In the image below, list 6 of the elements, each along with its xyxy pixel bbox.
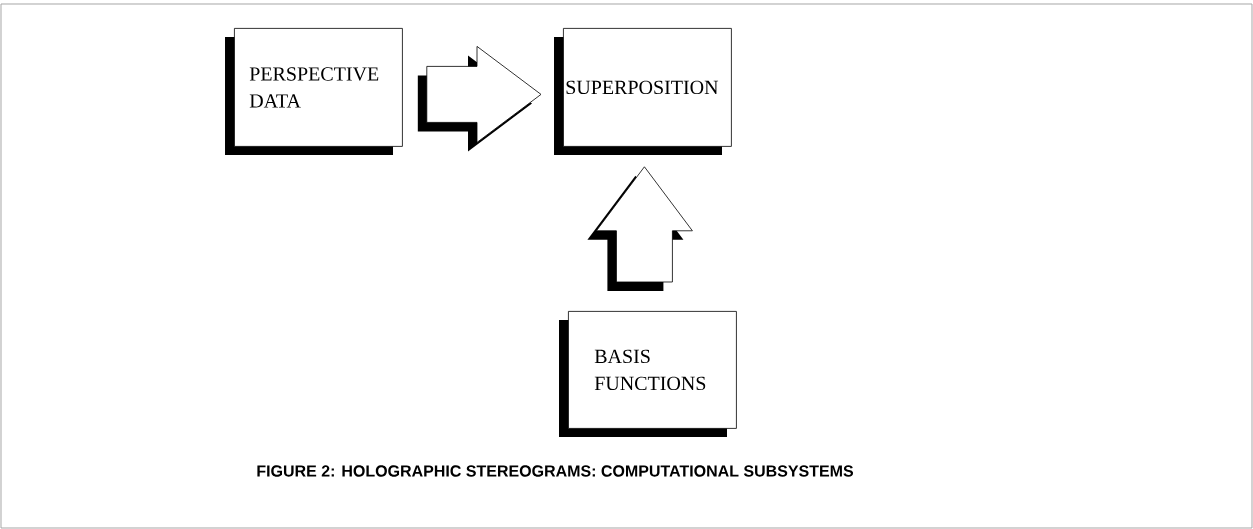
process-box: BASIS FUNCTIONS (559, 311, 737, 437)
process-box: SUPERPOSITION (554, 28, 732, 155)
block-arrow (417, 46, 542, 152)
process-box: PERSPECTIVE DATA (225, 28, 403, 155)
figure-caption: FIGURE 2: HOLOGRAPHIC STEREOGRAMS: COMPUTATIONAL SUBSYSTEMS (257, 465, 854, 477)
block-arrow (587, 166, 693, 291)
